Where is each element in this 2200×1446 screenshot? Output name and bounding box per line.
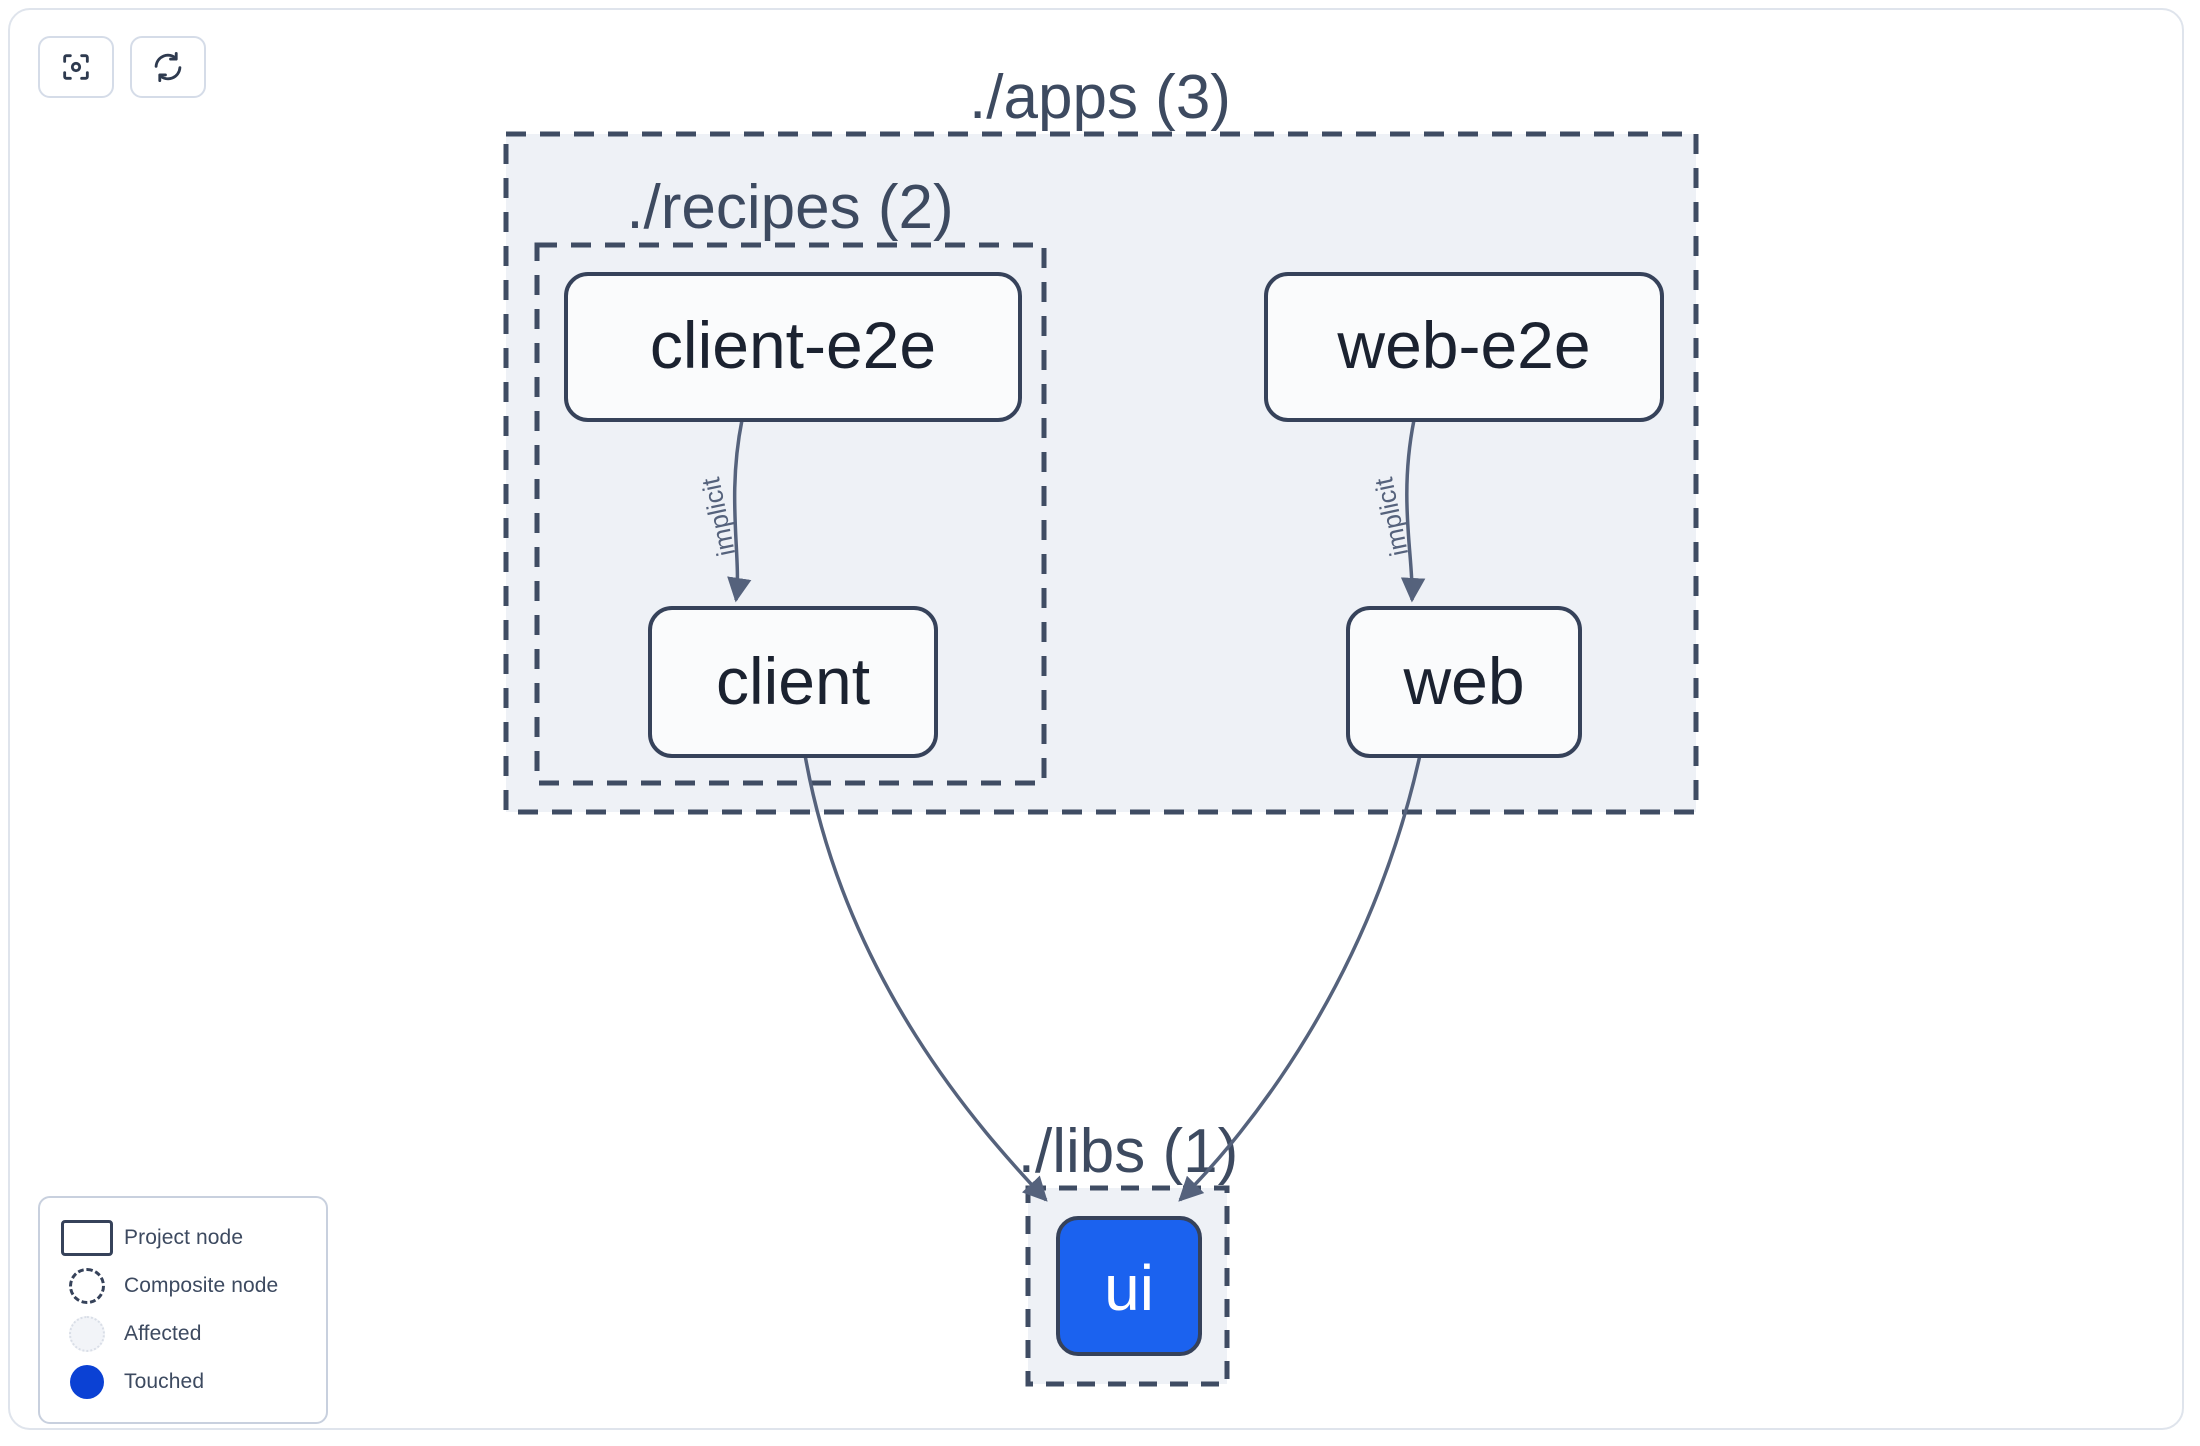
touched-node-icon — [58, 1365, 116, 1399]
focus-graph-button[interactable] — [38, 36, 114, 98]
node-client-e2e-label: client-e2e — [650, 308, 936, 382]
edge-client-e2e-to-client: implicit — [695, 419, 752, 603]
container-apps-label: ./apps (3) — [969, 63, 1231, 132]
node-ui-box[interactable] — [1056, 1216, 1202, 1356]
edge-web-e2e-to-web-path — [1400, 419, 1426, 603]
node-client-e2e[interactable]: client-e2e — [564, 272, 1022, 422]
node-web[interactable]: web — [1346, 606, 1582, 758]
container-libs-label: ./libs (1) — [1018, 1117, 1238, 1186]
node-client-label: client — [716, 644, 870, 718]
node-web-e2e[interactable]: web-e2e — [1264, 272, 1664, 422]
node-web-e2e-box[interactable] — [1264, 272, 1664, 422]
legend-label: Touched — [124, 1370, 205, 1393]
graph-toolbar — [38, 36, 206, 98]
node-client[interactable]: client — [648, 606, 938, 758]
legend-item-touched: Touched — [58, 1358, 308, 1406]
legend-label: Composite node — [124, 1274, 279, 1297]
legend-item-project-node: Project node — [58, 1214, 308, 1262]
edge-client-to-ui-path — [803, 754, 1048, 1202]
node-web-e2e-label: web-e2e — [1336, 308, 1590, 382]
node-client-box[interactable] — [648, 606, 938, 758]
legend-label: Project node — [124, 1226, 244, 1249]
project-node-icon — [58, 1220, 116, 1256]
container-recipes-label: ./recipes (2) — [626, 173, 953, 242]
node-web-label: web — [1402, 644, 1524, 718]
refresh-graph-button[interactable] — [130, 36, 206, 98]
refresh-icon — [151, 50, 185, 84]
node-ui-label: ui — [1104, 1252, 1154, 1324]
composite-node-icon — [58, 1268, 116, 1304]
legend-item-affected: Affected — [58, 1310, 308, 1358]
graph-legend: Project node Composite node Affected Tou… — [38, 1196, 328, 1424]
legend-label: Affected — [124, 1322, 202, 1345]
affected-node-icon — [58, 1316, 116, 1352]
legend-item-composite-node: Composite node — [58, 1262, 308, 1310]
edge-client-to-ui — [803, 754, 1048, 1202]
node-web-box[interactable] — [1346, 606, 1582, 758]
node-client-e2e-box[interactable] — [564, 272, 1022, 422]
node-ui[interactable]: ui — [1056, 1216, 1202, 1356]
edge-web-to-ui-path — [1178, 754, 1422, 1202]
focus-target-icon — [59, 50, 93, 84]
edge-web-e2e-to-web: implicit — [1368, 419, 1426, 603]
edge-web-to-ui — [1178, 754, 1422, 1202]
edge-client-e2e-to-client-path — [727, 419, 752, 603]
